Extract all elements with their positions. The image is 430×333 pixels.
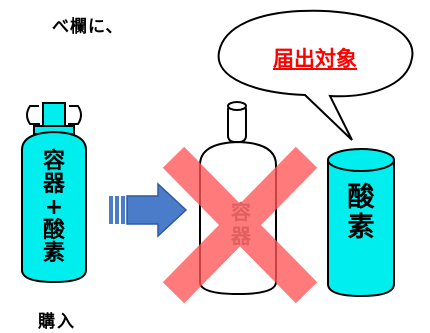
middle-cylinder-char: 容 xyxy=(231,200,251,224)
left-cylinder-label: 容 器 + 酸 素 xyxy=(34,149,74,267)
cross-icon xyxy=(162,146,318,304)
left-cylinder-char: 容 xyxy=(42,149,65,174)
bubble-label: 届出対象 xyxy=(273,47,357,71)
left-cylinder-char: + xyxy=(44,195,64,221)
left-cylinder-icon xyxy=(21,102,87,284)
middle-cylinder-char: 器 xyxy=(231,224,251,248)
left-cylinder-char: 酸 xyxy=(42,218,65,244)
right-cylinder-icon xyxy=(327,148,395,298)
arrow-icon xyxy=(109,182,188,238)
left-cylinder-char: 素 xyxy=(42,241,65,267)
middle-cylinder-label: 容 器 xyxy=(213,200,269,248)
purchase-label: 購入 xyxy=(38,312,76,332)
speech-bubble xyxy=(217,9,414,141)
right-cylinder-label: 酸 素 xyxy=(328,182,394,244)
intro-text: べ欄に、 xyxy=(52,17,124,37)
right-cylinder-char: 素 xyxy=(347,212,375,244)
left-cylinder-char: 器 xyxy=(42,172,65,198)
right-cylinder-char: 酸 xyxy=(347,182,375,213)
